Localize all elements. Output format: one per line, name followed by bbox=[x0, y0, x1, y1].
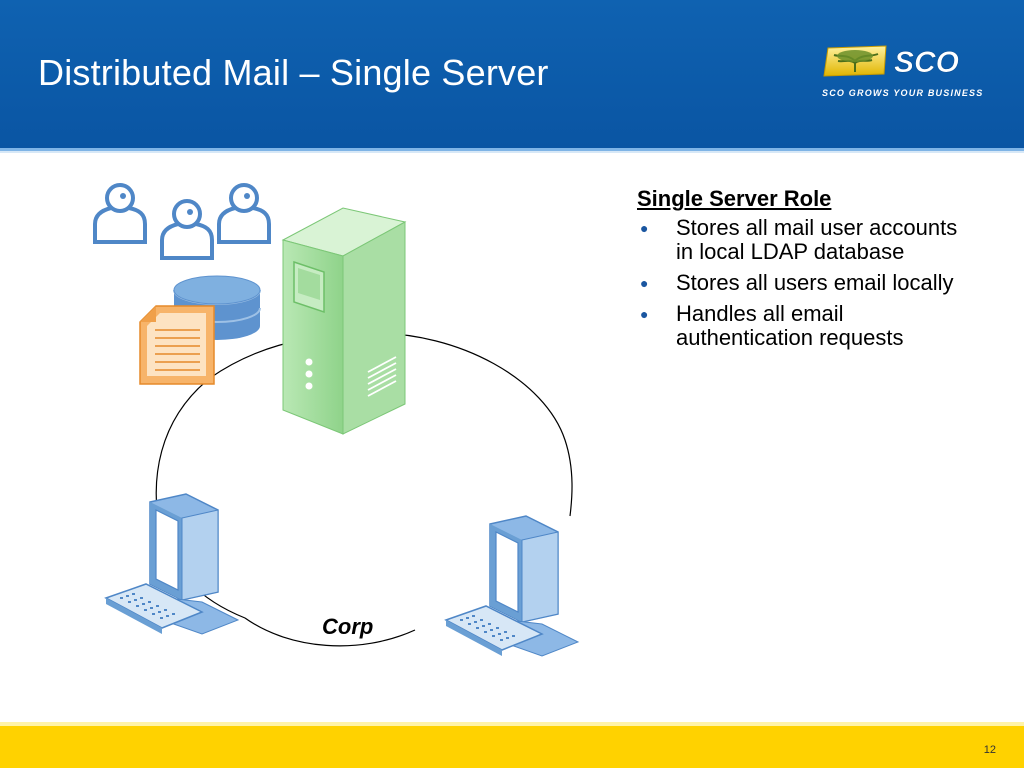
server-icon bbox=[281, 207, 407, 435]
header-divider bbox=[0, 148, 1024, 151]
bullet-text: Stores all users email locally bbox=[676, 270, 954, 295]
computer-icon bbox=[104, 493, 240, 635]
bullet-icon: ● bbox=[640, 220, 649, 236]
logo-tagline: SCO GROWS YOUR BUSINESS bbox=[822, 88, 984, 98]
role-panel: Single Server Role ● Stores all mail use… bbox=[637, 186, 967, 357]
svg-text:SCO: SCO bbox=[894, 46, 959, 79]
users-icon bbox=[93, 183, 271, 260]
sco-logo: SCO bbox=[823, 45, 960, 80]
role-heading: Single Server Role bbox=[637, 186, 832, 211]
role-bullet-list: ● Stores all mail user accounts in local… bbox=[637, 216, 967, 350]
logo-tree-icon bbox=[823, 45, 887, 77]
footer-divider bbox=[0, 722, 1024, 726]
bullet-text: Stores all mail user accounts in local L… bbox=[676, 215, 958, 264]
list-item: ● Stores all users email locally bbox=[637, 271, 967, 295]
document-icon bbox=[139, 305, 215, 385]
bullet-icon: ● bbox=[640, 306, 649, 322]
header-divider-light bbox=[0, 151, 1024, 153]
list-item: ● Stores all mail user accounts in local… bbox=[637, 216, 967, 264]
network-diagram bbox=[93, 183, 580, 657]
network-label: Corp bbox=[322, 614, 374, 639]
page-number: 12 bbox=[983, 744, 996, 756]
bullet-icon: ● bbox=[640, 275, 649, 291]
slide-title: Distributed Mail – Single Server bbox=[38, 52, 549, 93]
slide-footer bbox=[0, 726, 1024, 768]
computer-icon bbox=[444, 515, 580, 657]
list-item: ● Handles all email authentication reque… bbox=[637, 302, 967, 350]
bullet-text: Handles all email authentication request… bbox=[676, 301, 904, 350]
logo-wordmark: SCO bbox=[894, 46, 960, 80]
